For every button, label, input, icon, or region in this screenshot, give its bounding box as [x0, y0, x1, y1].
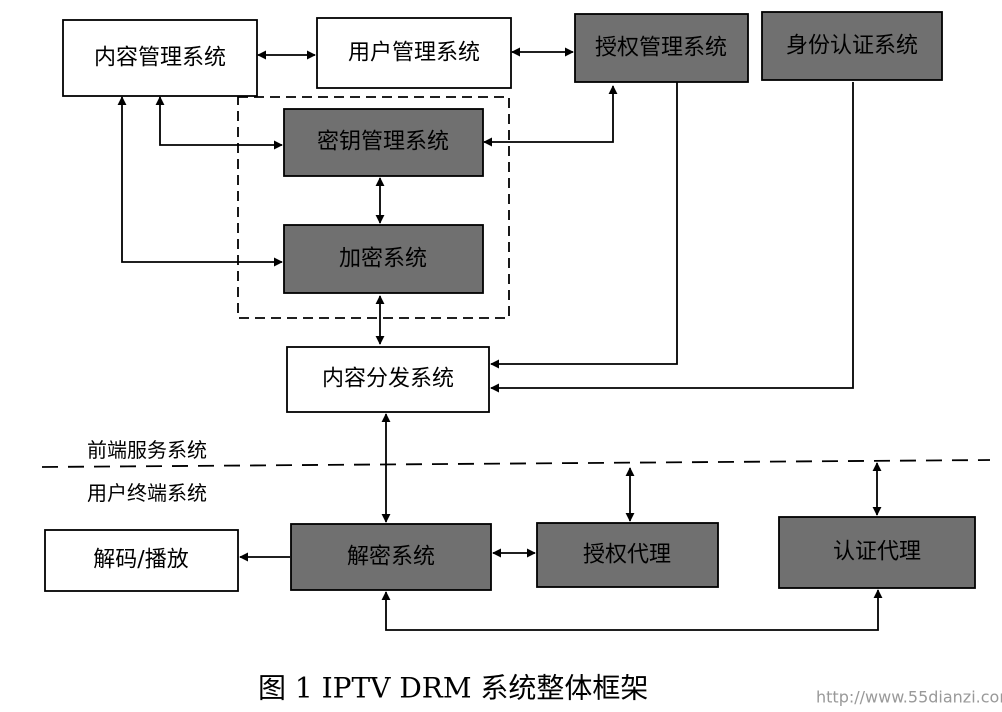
label-frontend: 前端服务系统 [87, 438, 207, 462]
box-decode-play: 解码/播放 [44, 529, 239, 592]
box-auth-mgmt: 授权管理系统 [574, 13, 749, 83]
box-content-dist: 内容分发系统 [286, 346, 490, 413]
box-cert-agent-label: 认证代理 [833, 540, 921, 565]
label-user-terminal: 用户终端系统 [87, 481, 207, 505]
box-identity-auth: 身份认证系统 [761, 11, 943, 81]
box-key-mgmt-label: 密钥管理系统 [317, 130, 449, 155]
box-identity-auth-label: 身份认证系统 [786, 34, 918, 59]
connectors [117, 47, 883, 631]
key-encryption-group-border [237, 96, 510, 319]
box-decryption-label: 解密系统 [347, 545, 435, 570]
arrow-key-auth [483, 85, 618, 147]
arrow-content-encrypt [117, 96, 283, 267]
arrow-auth-dist [490, 82, 678, 369]
figure-caption: 图 1 IPTV DRM 系统整体框架 [258, 672, 648, 705]
box-cert-agent: 认证代理 [778, 516, 976, 589]
box-user-mgmt: 用户管理系统 [316, 17, 512, 89]
box-encryption-label: 加密系统 [339, 247, 427, 272]
watermark: http://www.55dianzi.com [816, 688, 1002, 707]
box-auth-agent-label: 授权代理 [583, 543, 671, 568]
box-decode-play-label: 解码/播放 [93, 548, 188, 573]
box-content-dist-label: 内容分发系统 [322, 367, 454, 392]
arrow-content-key [155, 96, 283, 150]
box-auth-mgmt-label: 授权管理系统 [595, 36, 727, 61]
frontend-terminal-divider [41, 459, 991, 468]
arrow-identity-dist [490, 82, 854, 393]
box-decryption: 解密系统 [290, 523, 492, 591]
box-encryption: 加密系统 [283, 224, 484, 294]
box-content-mgmt: 内容管理系统 [62, 19, 258, 97]
box-auth-agent: 授权代理 [536, 522, 719, 588]
box-user-mgmt-label: 用户管理系统 [348, 41, 480, 66]
arrow-decrypt-certagent [381, 589, 883, 631]
box-key-mgmt: 密钥管理系统 [283, 108, 484, 177]
box-content-mgmt-label: 内容管理系统 [94, 46, 226, 71]
